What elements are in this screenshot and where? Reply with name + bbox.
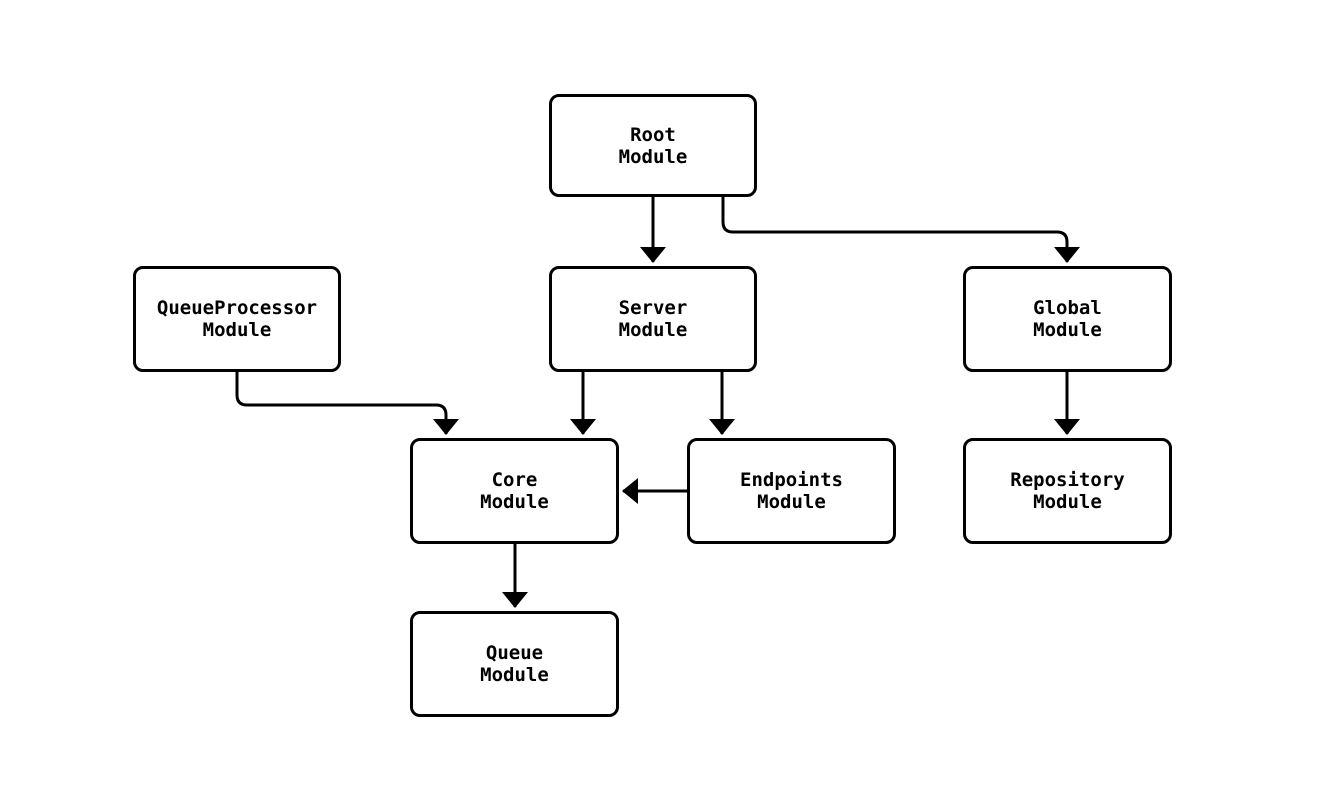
node-label-line: Module xyxy=(480,664,549,686)
node-label-line: Endpoints xyxy=(740,469,843,491)
node-label-line: Queue xyxy=(485,642,544,664)
node-label-line: Module xyxy=(1033,491,1102,513)
node-label-line: Module xyxy=(618,145,688,168)
node-label-line: Root xyxy=(630,123,676,146)
node-queueprocessor-module: QueueProcessor Module xyxy=(133,266,341,372)
node-core-module: Core Module xyxy=(410,438,619,544)
node-queue-module: Queue Module xyxy=(410,611,619,717)
node-label-line: Core xyxy=(491,469,538,491)
node-endpoints-module: Endpoints Module xyxy=(687,438,896,544)
node-repository-module: Repository Module xyxy=(963,438,1172,544)
edge-queueprocessor-to-core xyxy=(235,372,459,435)
node-root-module: Root Module xyxy=(549,94,757,197)
node-server-module: Server Module xyxy=(549,266,757,372)
node-label-line: Server xyxy=(618,297,688,319)
node-global-module: Global Module xyxy=(963,266,1172,372)
node-label-line: Module xyxy=(480,491,549,513)
node-label-line: Module xyxy=(757,491,826,513)
node-label-line: QueueProcessor xyxy=(156,297,318,319)
node-label-line: Global xyxy=(1033,297,1102,319)
node-label-line: Module xyxy=(202,319,272,341)
edge-root-to-global xyxy=(721,197,1080,263)
node-label-line: Module xyxy=(1033,319,1102,341)
node-label-line: Module xyxy=(618,319,688,341)
node-label-line: Repository xyxy=(1010,469,1125,491)
